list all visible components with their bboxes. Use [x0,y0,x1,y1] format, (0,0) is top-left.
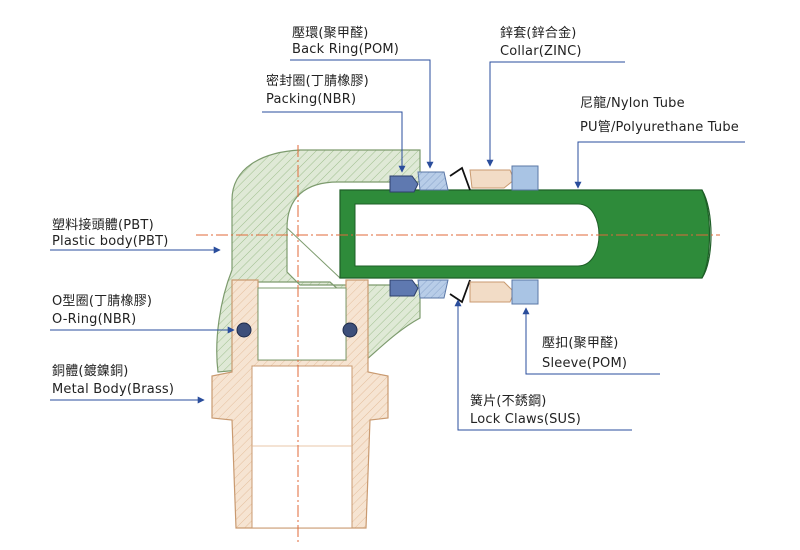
leader-lock-claws [454,299,632,431]
collar-label-en: Collar(ZINC) [500,44,582,59]
plastic-body-label-zh: 塑料接頭體(PBT) [52,218,154,233]
plastic-insert [257,287,347,361]
pu-tube-label: PU管/Polyurethane Tube [580,120,739,135]
lock-claws-label-zh: 簧片(不銹鋼) [470,394,547,409]
sleeve-label-en: Sleeve(POM) [542,356,628,371]
sleeve-bottom [511,279,539,305]
back-ring-label-zh: 壓環(聚甲醛) [292,26,369,41]
metal-body-label-zh: 銅體(鍍鎳銅) [52,364,129,379]
collar-label-zh: 鋅套(鋅合金) [500,26,577,41]
sleeve-top [511,165,539,191]
back-ring-bottom [417,279,449,299]
packing-bottom [389,279,419,297]
back-ring-label-en: Back Ring(POM) [292,42,400,57]
back-ring-top [417,171,449,191]
leader-packing [262,111,406,173]
lock-claw-bottom [449,279,471,304]
plastic-body [216,149,421,374]
lock-claw-top [449,166,471,191]
packing-label-zh: 密封圈(丁腈橡膠) [266,74,369,89]
packing-top [389,175,419,193]
o-ring-right [342,322,358,338]
sleeve-label-zh: 壓扣(聚甲醛) [542,336,619,351]
leader-collar [486,61,625,167]
collar-bottom [469,281,515,303]
leader-sleeve [522,307,660,375]
leader-tube [574,141,745,189]
nylon-tube-label: 尼龍/Nylon Tube [580,96,685,111]
packing-label-en: Packing(NBR) [266,92,357,107]
leader-back-ring [290,59,434,169]
metal-body-label-en: Metal Body(Brass) [52,382,175,397]
metal-body-bore [251,365,353,529]
collar-top [469,169,515,189]
o-ring-label-zh: O型圈(丁腈橡膠) [52,294,153,309]
o-ring-left [236,322,252,338]
lock-claws-label-en: Lock Claws(SUS) [470,412,581,427]
o-ring-label-en: O-Ring(NBR) [52,312,137,327]
plastic-body-label-en: Plastic body(PBT) [52,234,169,249]
